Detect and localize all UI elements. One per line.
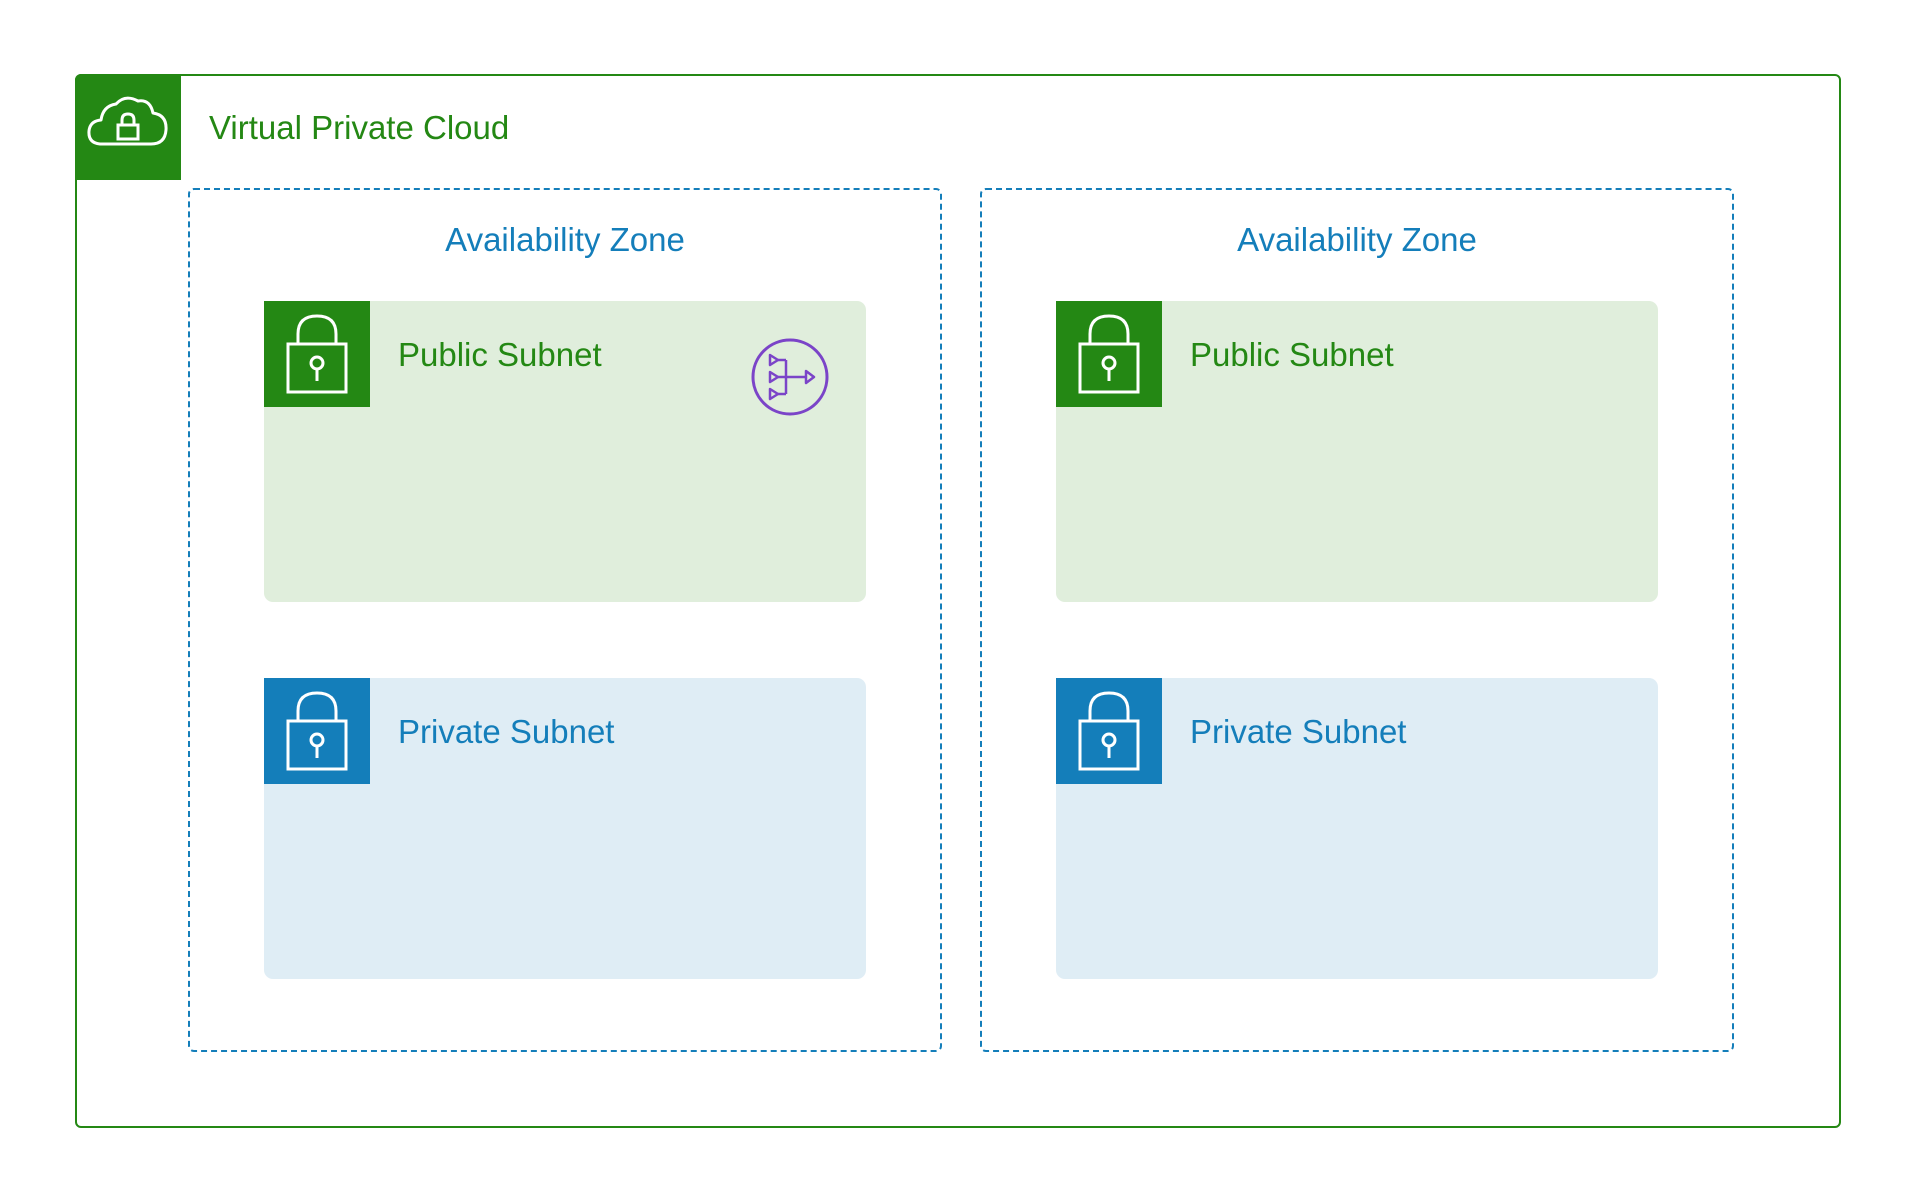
padlock-icon: [264, 301, 370, 407]
az2-private-subnet-label: Private Subnet: [1190, 713, 1407, 750]
vpc-title: Virtual Private Cloud: [209, 109, 510, 146]
nat-gateway-icon: [750, 337, 830, 417]
padlock-icon: [1056, 678, 1162, 784]
availability-zone-2: [980, 188, 1734, 1052]
availability-zone-2-title: Availability Zone: [1237, 221, 1477, 258]
padlock-icon: [1056, 301, 1162, 407]
padlock-icon: [264, 678, 370, 784]
vpc-cloud-lock-icon: [75, 74, 181, 180]
az1-public-subnet-label: Public Subnet: [398, 336, 602, 373]
az2-public-subnet-label: Public Subnet: [1190, 336, 1394, 373]
availability-zone-1: [188, 188, 942, 1052]
availability-zone-1-title: Availability Zone: [445, 221, 685, 258]
az1-private-subnet-label: Private Subnet: [398, 713, 615, 750]
